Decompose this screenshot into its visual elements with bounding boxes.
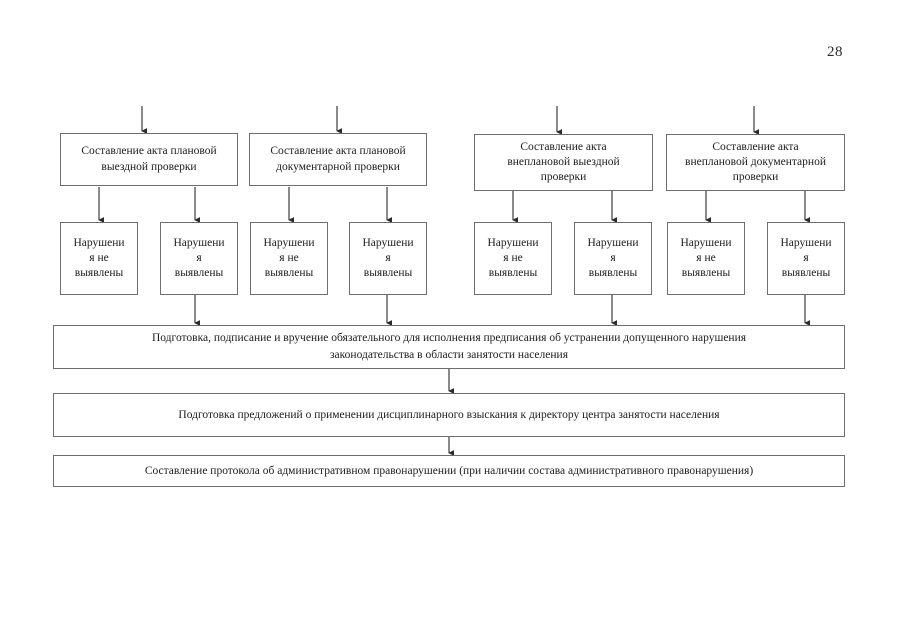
violation-node-label: Нарушени я не выявлены (263, 236, 315, 280)
violation-node-1-found[interactable]: Нарушени я выявлены (160, 222, 238, 295)
wide-node-label: Подготовка предложений о применении дисц… (178, 408, 720, 421)
violation-node-label: Нарушени я не выявлены (487, 236, 539, 280)
act-node-label: Составление акта внеплановой выездной пр… (507, 140, 620, 184)
page-number: 28 (827, 44, 843, 60)
arrow-group-violations-to-prescription (194, 295, 811, 326)
wide-node-label: Подготовка, подписание и вручение обязат… (151, 332, 747, 361)
violation-node-label: Нарушени я выявлены (173, 236, 225, 280)
violation-node-label: Нарушени я не выявлены (680, 236, 732, 280)
violation-node-3-none[interactable]: Нарушени я не выявлены (474, 222, 552, 295)
violation-node-1-none[interactable]: Нарушени я не выявлены (60, 222, 138, 295)
wide-node-prescription[interactable]: Подготовка, подписание и вручение обязат… (53, 325, 845, 369)
violation-node-4-none[interactable]: Нарушени я не выявлены (667, 222, 745, 295)
violation-node-label: Нарушени я выявлены (362, 236, 414, 280)
act-node-label: Составление акта плановой выездной прове… (81, 145, 217, 173)
act-node-unplanned-documentary[interactable]: Составление акта внеплановой документарн… (666, 134, 845, 191)
violation-node-4-found[interactable]: Нарушени я выявлены (767, 222, 845, 295)
violation-node-2-found[interactable]: Нарушени я выявлены (349, 222, 427, 295)
violation-node-label: Нарушени я выявлены (587, 236, 639, 280)
act-node-label: Составление акта внеплановой документарн… (685, 140, 826, 184)
act-node-planned-onsite[interactable]: Составление акта плановой выездной прове… (60, 133, 238, 186)
wide-node-label: Составление протокола об административно… (144, 464, 754, 477)
arrow-group-into-act-nodes (141, 106, 760, 135)
act-node-label: Составление акта плановой документарной … (270, 145, 406, 173)
act-node-unplanned-onsite[interactable]: Составление акта внеплановой выездной пр… (474, 134, 653, 191)
arrow-group-act-to-violations (98, 187, 811, 223)
violation-node-3-found[interactable]: Нарушени я выявлены (574, 222, 652, 295)
wide-node-protocol[interactable]: Составление протокола об административно… (53, 455, 845, 487)
violation-node-2-none[interactable]: Нарушени я не выявлены (250, 222, 328, 295)
wide-node-disciplinary[interactable]: Подготовка предложений о применении дисц… (53, 393, 845, 437)
violation-node-label: Нарушени я не выявлены (73, 236, 125, 280)
violation-node-label: Нарушени я выявлены (780, 236, 832, 280)
act-node-planned-documentary[interactable]: Составление акта плановой документарной … (249, 133, 427, 186)
